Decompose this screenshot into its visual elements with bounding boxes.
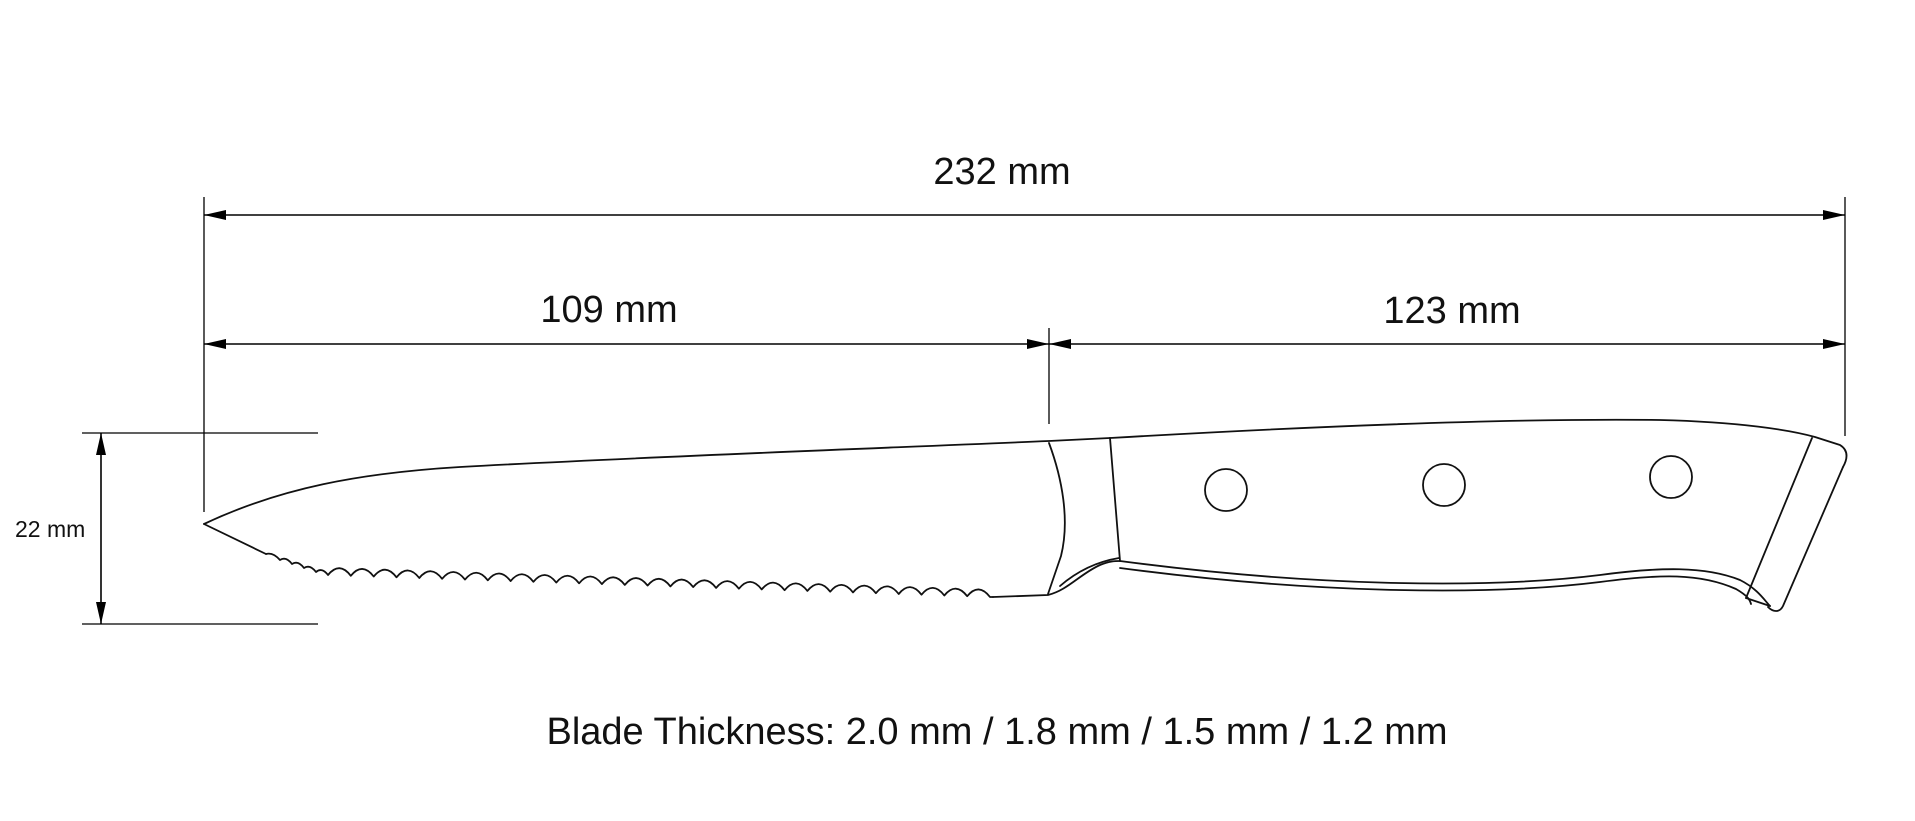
serrated-edge	[265, 552, 994, 598]
knife-outline	[203, 418, 1848, 612]
handle-length-dimension: 123 mm	[1049, 290, 1845, 349]
blade-heel	[992, 560, 1121, 598]
blade-length-label: 109 mm	[540, 289, 677, 331]
overall-length-label: 232 mm	[933, 151, 1070, 193]
blade-spine	[203, 437, 1111, 525]
handle-butt-front	[1745, 437, 1813, 599]
rivet-middle-icon	[1422, 463, 1466, 507]
blade-left-arrow	[204, 339, 226, 349]
handle-length-label: 123 mm	[1383, 290, 1520, 332]
overall-length-dimension: 232 mm	[204, 151, 1845, 220]
overall-right-arrow	[1823, 210, 1845, 220]
handle-right-arrow	[1823, 339, 1845, 349]
handle-butt-back	[1767, 466, 1844, 612]
handle-butt-lower	[1745, 597, 1771, 607]
bolster-front	[1047, 442, 1066, 595]
extension-lines	[82, 197, 1846, 625]
handle-bottom-inner	[1119, 567, 1752, 605]
overall-left-arrow	[204, 210, 226, 220]
bolster-bottom-curve	[1059, 557, 1120, 587]
handle-top	[1109, 418, 1848, 468]
handle-bottom	[1119, 560, 1771, 607]
blade-thickness-label: Blade Thickness: 2.0 mm / 1.8 mm / 1.5 m…	[546, 711, 1447, 753]
height-top-arrow	[96, 433, 106, 455]
blade-height-dimension: 22 mm	[15, 433, 106, 624]
rivet-back-icon	[1649, 455, 1693, 499]
blade-length-dimension: 109 mm	[204, 289, 1049, 349]
height-bottom-arrow	[96, 602, 106, 624]
blade-height-label: 22 mm	[15, 516, 85, 542]
rivet-front-icon	[1204, 468, 1248, 512]
handle-left-arrow	[1049, 339, 1071, 349]
blade-right-arrow	[1027, 339, 1049, 349]
blade-tip-edge	[203, 523, 267, 555]
bolster-back	[1109, 437, 1121, 562]
